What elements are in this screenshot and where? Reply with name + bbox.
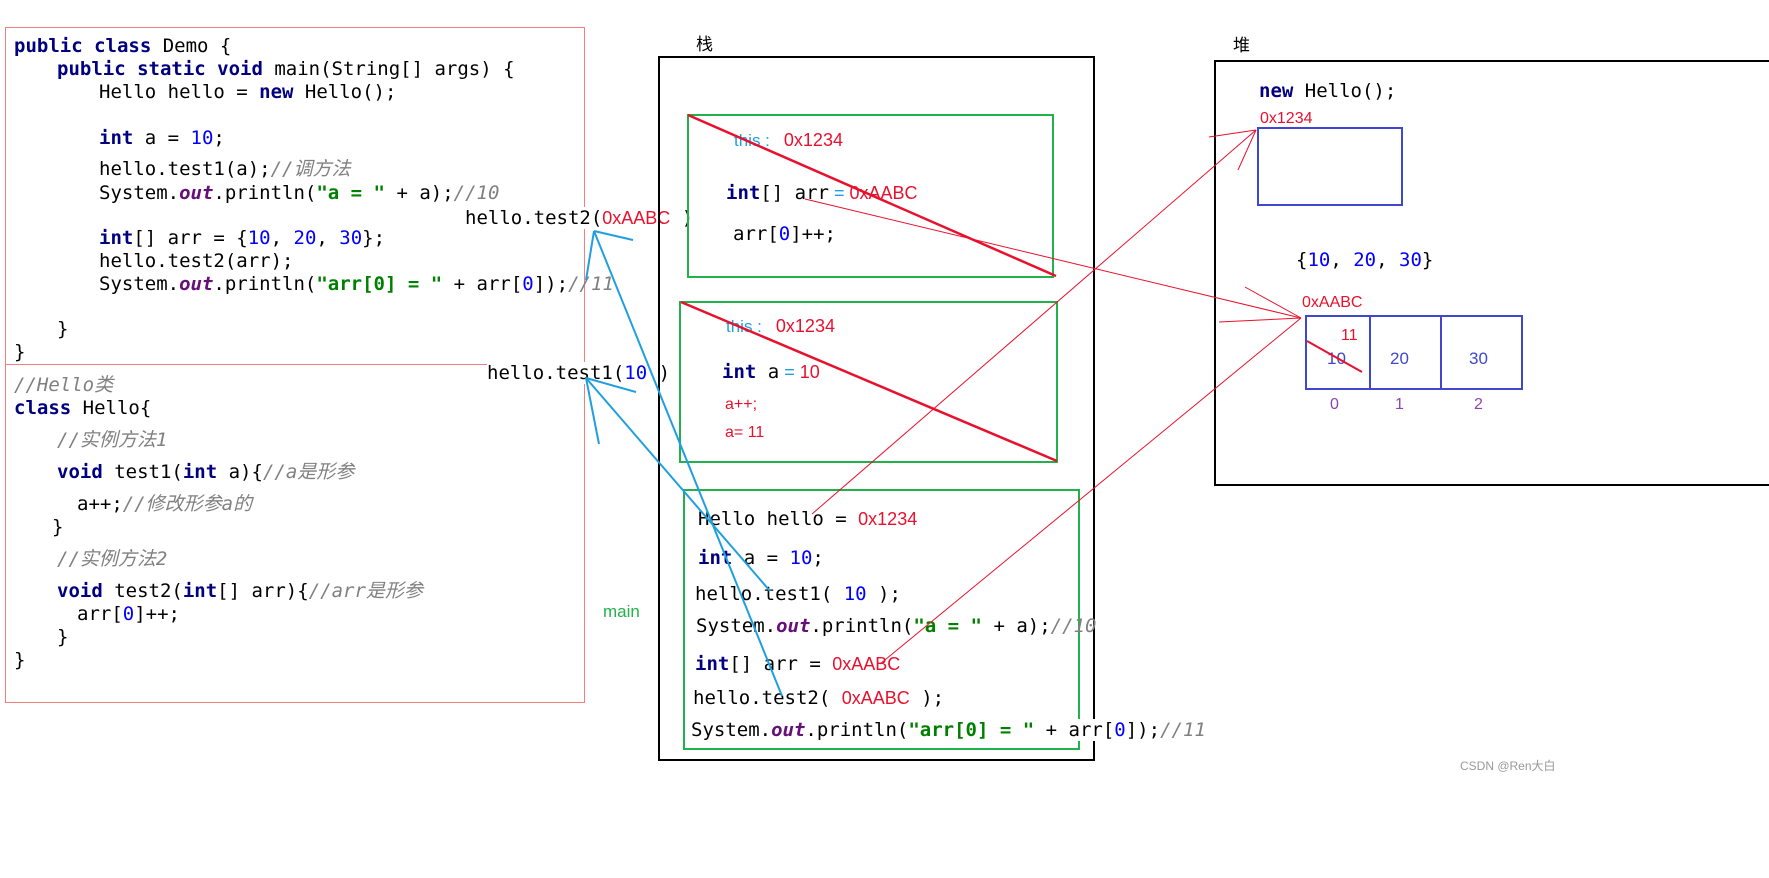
ref-arr-test2-to-array-arrow	[804, 198, 1302, 323]
demo-line-6: System.out.println("a = " + a);//10	[99, 182, 500, 204]
hello-line-3: //实例方法1	[57, 429, 168, 451]
heap-array-cell-2: 30	[1469, 349, 1488, 368]
hello-line-4: void test1(int a){//a是形参	[57, 461, 355, 483]
heap-new-hello: new Hello();	[1259, 80, 1397, 102]
stack-box	[658, 56, 1095, 761]
main-line-5: int[] arr = 0xAABC	[695, 653, 901, 675]
heap-array-cell-1: 20	[1390, 349, 1409, 368]
hello-line-10: }	[57, 626, 69, 648]
ref-arr-main-to-array-arrow	[879, 317, 1302, 665]
frame-test1-cross-line	[680, 300, 1058, 463]
heap-array-index-2: 2	[1474, 396, 1483, 413]
main-line-3: hello.test1( 10 );	[695, 583, 901, 605]
heap-hello-object	[1257, 127, 1403, 206]
frame-test1-a: int a = 10	[722, 361, 820, 383]
main-line-4: System.out.println("a = " + a);//10	[696, 615, 1097, 637]
hello-line-6: }	[52, 516, 64, 538]
heap-array-index-0: 0	[1330, 396, 1339, 413]
hello-line-8: void test2(int[] arr){//arr是形参	[57, 580, 423, 602]
demo-line-1: public class Demo {	[14, 35, 232, 57]
main-line-7: System.out.println("arr[0] = " + arr[0])…	[691, 719, 1206, 741]
heap-object-address: 0x1234	[1260, 110, 1313, 127]
heap-array	[1305, 315, 1523, 390]
hello-line-1: //Hello类	[14, 374, 114, 396]
hello-line-2: class Hello{	[14, 397, 152, 419]
demo-line-2: public static void main(String[] args) {	[57, 58, 515, 80]
heap-label: 堆	[1233, 36, 1250, 55]
demo-line-7: int[] arr = {10, 20, 30};	[99, 227, 386, 249]
frame-main-label: main	[603, 602, 640, 621]
heap-box	[1214, 60, 1769, 486]
frame-test2-arr: int[] arr = 0xAABC	[726, 182, 918, 204]
demo-line-5: hello.test1(a);//调方法	[99, 158, 351, 180]
demo-line-8: hello.test2(arr);	[99, 250, 294, 272]
watermark: CSDN @Ren大白	[1460, 759, 1556, 773]
demo-line-11: }	[14, 341, 26, 363]
frame-test1	[679, 301, 1058, 463]
frame-test2-cross-line	[687, 113, 1057, 278]
main-line-1: Hello hello = 0x1234	[698, 508, 918, 530]
heap-array-index-1: 1	[1395, 396, 1404, 413]
stack-label: 栈	[696, 35, 713, 54]
call-test2-arrow	[585, 230, 783, 697]
hello-line-5: a++;//修改形参a的	[77, 493, 253, 515]
ref-hello-to-object-arrow	[811, 129, 1257, 515]
demo-line-4: int a = 10;	[99, 127, 225, 149]
hello-line-7: //实例方法2	[57, 548, 168, 570]
frame-main	[683, 489, 1080, 750]
heap-array-literal: {10, 20, 30}	[1296, 249, 1434, 271]
code-panel-divider	[5, 364, 585, 365]
main-line-6: hello.test2( 0xAABC );	[693, 687, 945, 709]
call-test1-arrow	[585, 377, 771, 592]
heap-array-address: 0xAABC	[1302, 294, 1363, 311]
heap-array-divider-1	[1369, 315, 1371, 390]
demo-line-9: System.out.println("arr[0] = " + arr[0])…	[99, 273, 614, 295]
frame-test1-inc: a++;	[725, 396, 758, 413]
hello-line-11: }	[14, 649, 26, 671]
demo-line-3: Hello hello = new Hello();	[99, 81, 397, 103]
frame-test2	[687, 114, 1054, 278]
heap-cell-strike-line	[1306, 340, 1363, 373]
demo-line-10: }	[57, 318, 69, 340]
heap-array-updated-value: 11	[1341, 327, 1358, 344]
frame-test2-inc: arr[0]++;	[733, 223, 836, 245]
hello-line-9: arr[0]++;	[77, 603, 180, 625]
frame-test1-result: a= 11	[725, 424, 765, 441]
heap-array-divider-2	[1440, 315, 1442, 390]
frame-test1-this: this :0x1234	[726, 316, 835, 336]
